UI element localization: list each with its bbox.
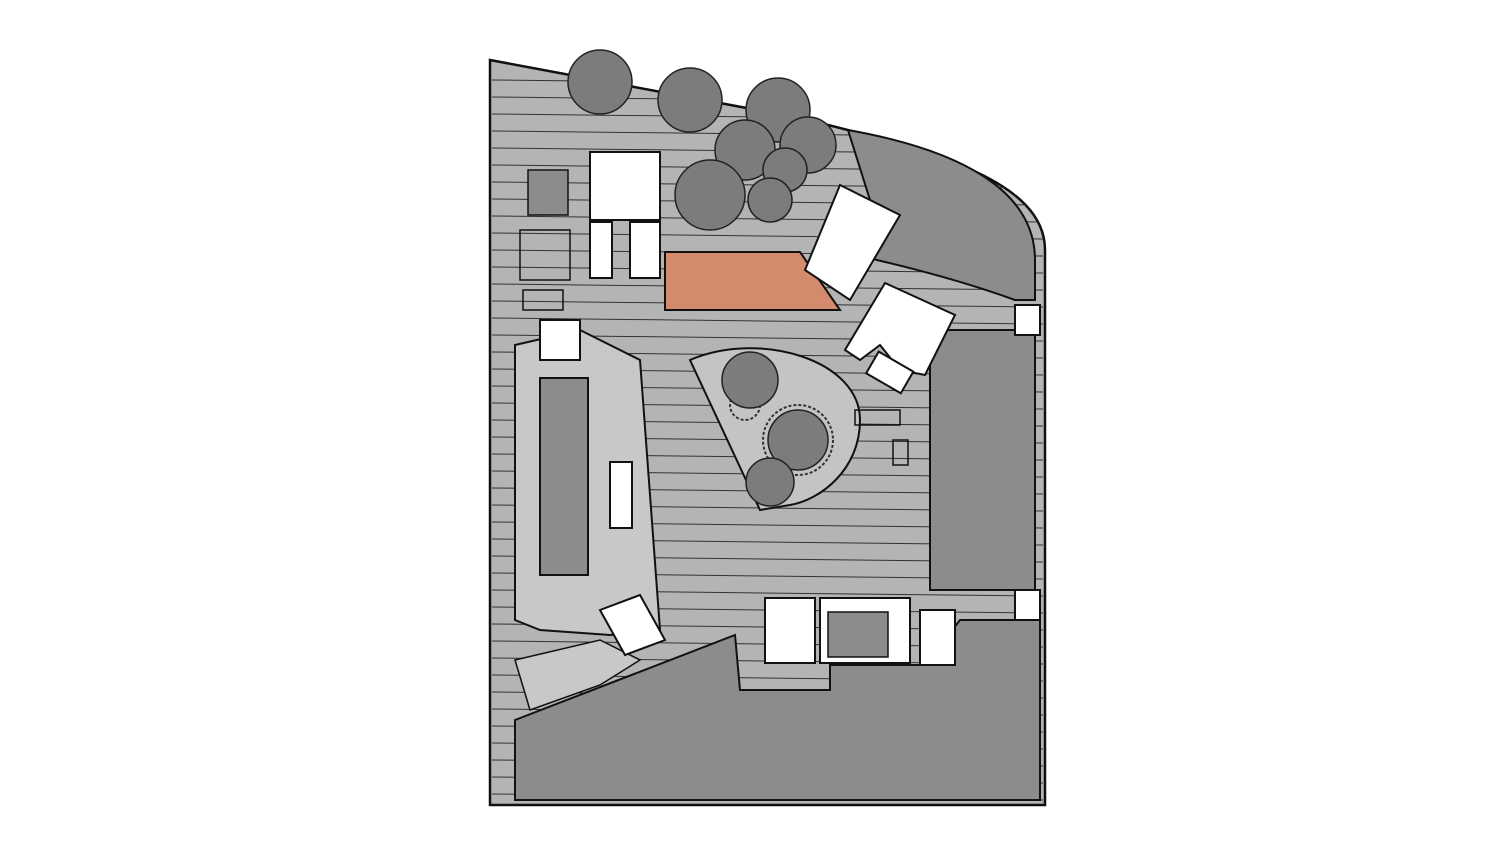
tree-canopy	[567, 49, 633, 115]
gate-east-1	[1014, 304, 1041, 336]
cafe-pavilion	[803, 183, 902, 302]
dark-zone-south	[514, 619, 1041, 801]
pavilion	[629, 221, 661, 279]
highlight-zone	[664, 251, 842, 311]
tree-canopy	[745, 457, 795, 507]
furniture-groups	[519, 169, 909, 658]
buildings	[539, 151, 1041, 666]
gate-east-2	[1014, 589, 1041, 621]
building-east-box	[864, 350, 915, 395]
tree-canopy	[657, 67, 723, 133]
building-north-1	[589, 151, 661, 221]
tree-canopy	[767, 409, 829, 471]
building-south-3	[919, 609, 956, 666]
tree-canopy	[674, 159, 746, 231]
tree-canopy	[747, 177, 793, 223]
west-terraces	[514, 328, 662, 711]
dark-zone-east	[929, 329, 1036, 591]
tree-canopy	[721, 351, 779, 409]
building-south-west	[598, 593, 667, 657]
dark-zone-north-east	[846, 128, 1036, 301]
gate-west	[539, 319, 581, 361]
building-south-1	[764, 597, 816, 664]
building-north-2	[589, 221, 613, 279]
trees	[567, 49, 837, 507]
